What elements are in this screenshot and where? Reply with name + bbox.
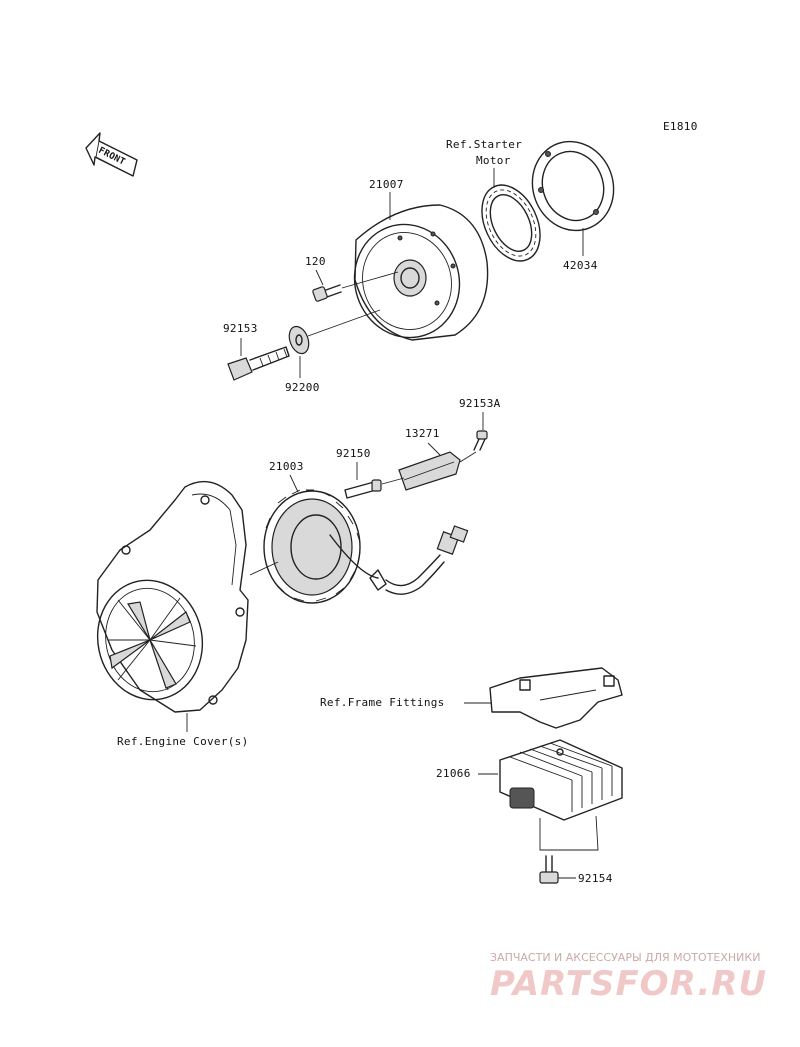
- part-92153-bolt: [227, 346, 290, 381]
- axis-line-92150: [381, 477, 405, 485]
- label-92154: 92154: [578, 872, 613, 885]
- leader-21003: [289, 474, 299, 493]
- label-ref-engine-cover: Ref.Engine Cover(s): [117, 735, 249, 748]
- label-21066: 21066: [436, 767, 471, 780]
- label-92153A: 92153A: [459, 397, 501, 410]
- axis-line-92153A: [459, 451, 477, 463]
- axis-line-120: [341, 271, 399, 289]
- front-arrow-label: FRONT: [97, 146, 127, 168]
- label-92200: 92200: [285, 381, 320, 394]
- engine-cover: [96, 480, 249, 713]
- part-92153A-screw: [473, 430, 488, 451]
- leader-120: [315, 269, 324, 286]
- label-42034: 42034: [563, 259, 598, 272]
- stator-wire-harness: [369, 525, 469, 595]
- part-21007-rotor: [353, 204, 489, 341]
- part-13271-clamp: [398, 451, 461, 491]
- label-13271: 13271: [405, 427, 440, 440]
- part-92200-washer: [288, 325, 310, 355]
- diagram-code: E1810: [663, 120, 698, 133]
- leader-regulator-bolts: [539, 815, 599, 851]
- starter-clutch: [481, 184, 541, 262]
- frame-fittings-bracket: [489, 667, 623, 729]
- axis-line-92200: [307, 309, 381, 337]
- label-21003: 21003: [269, 460, 304, 473]
- label-21007: 21007: [369, 178, 404, 191]
- part-42034-ring: [531, 140, 615, 232]
- label-92153: 92153: [223, 322, 258, 335]
- label-92150: 92150: [336, 447, 371, 460]
- label-ref-starter-line1: Ref.Starter: [446, 138, 522, 151]
- part-92150-screw: [344, 479, 382, 499]
- front-arrow-icon: FRONT: [85, 132, 138, 177]
- label-ref-frame-fittings: Ref.Frame Fittings: [320, 696, 445, 709]
- part-120-bolt: [312, 284, 342, 302]
- watermark-brand-logo: PARTSFOR.RU: [490, 964, 767, 1004]
- part-92154-bolt: [539, 855, 559, 884]
- part-21066-regulator: [499, 739, 623, 821]
- axis-line-stator: [249, 561, 279, 576]
- leader-13271: [427, 442, 441, 456]
- watermark-tagline: ЗАПЧАСТИ И АКСЕССУАРЫ ДЛЯ МОТОТЕХНИКИ: [490, 951, 760, 964]
- label-ref-starter-line2: Motor: [476, 154, 511, 167]
- part-21003-stator: [263, 489, 379, 604]
- label-120: 120: [305, 255, 326, 268]
